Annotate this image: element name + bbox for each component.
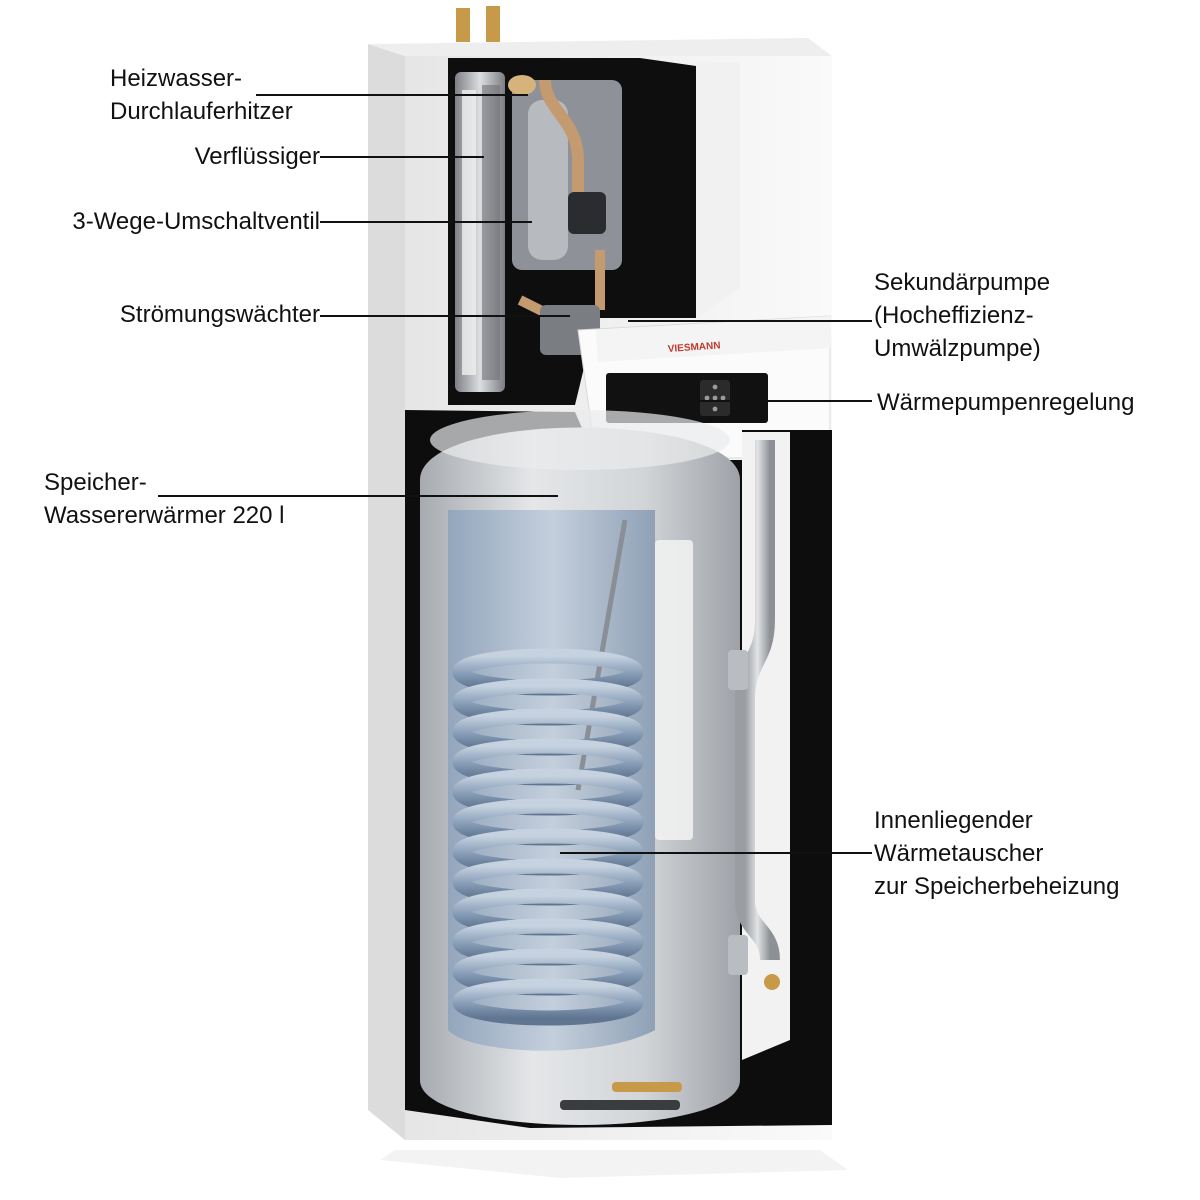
label-speicher-line1: Speicher- <box>44 469 147 496</box>
heat-exchanger-coil <box>452 648 644 1026</box>
drain-valve <box>612 1082 682 1092</box>
upper-compartment <box>448 6 740 405</box>
copper-pipe <box>539 79 584 220</box>
label-waermetauscher-line3: zur Speicherbeheizung <box>874 873 1120 900</box>
label-waermetauscher-line2: Wärmetauscher <box>874 840 1044 867</box>
label-heizwasser-line1: Heizwasser- <box>110 65 243 92</box>
lower-compartment <box>405 410 832 1128</box>
label-verfluessiger: Verflüssiger <box>194 143 320 170</box>
label-speicher-wassererwaermer: Speicher- Wassererwärmer 220 l <box>44 466 285 532</box>
label-speicher-line2: Wassererwärmer 220 l <box>44 502 285 529</box>
label-sekundaerpumpe-line3: Umwälzpumpe) <box>874 335 1041 362</box>
label-waermepumpenregelung: Wärmepumpenregelung <box>877 389 1135 416</box>
top-fitting-2 <box>486 6 500 42</box>
label-heizwasser-durchlauferhitzer: Heizwasser- Durchlauferhitzer <box>110 62 293 128</box>
leader-lines <box>158 94 872 854</box>
label-sekundaerpumpe-line1: Sekundärpumpe <box>874 269 1051 296</box>
label-stroemungswaechter: Strömungswächter <box>119 301 320 328</box>
valve-actuator <box>568 192 606 234</box>
label-sekundaerpumpe-line2: (Hocheffizienz- <box>874 302 1034 329</box>
label-waermetauscher: Innenliegender Wärmetauscher zur Speiche… <box>874 804 1120 903</box>
label-3-wege-umschaltventil: 3-Wege-Umschaltventil <box>72 208 320 235</box>
label-sekundaerpumpe: Sekundärpumpe (Hocheffizienz- Umwälzpump… <box>874 266 1050 365</box>
label-heizwasser-line2: Durchlauferhitzer <box>110 98 293 125</box>
top-fitting-1 <box>456 8 470 42</box>
side-pipe <box>735 440 780 961</box>
label-waermetauscher-line1: Innenliegender <box>874 807 1033 834</box>
viessmann-logo: VIESMANN <box>667 340 720 355</box>
